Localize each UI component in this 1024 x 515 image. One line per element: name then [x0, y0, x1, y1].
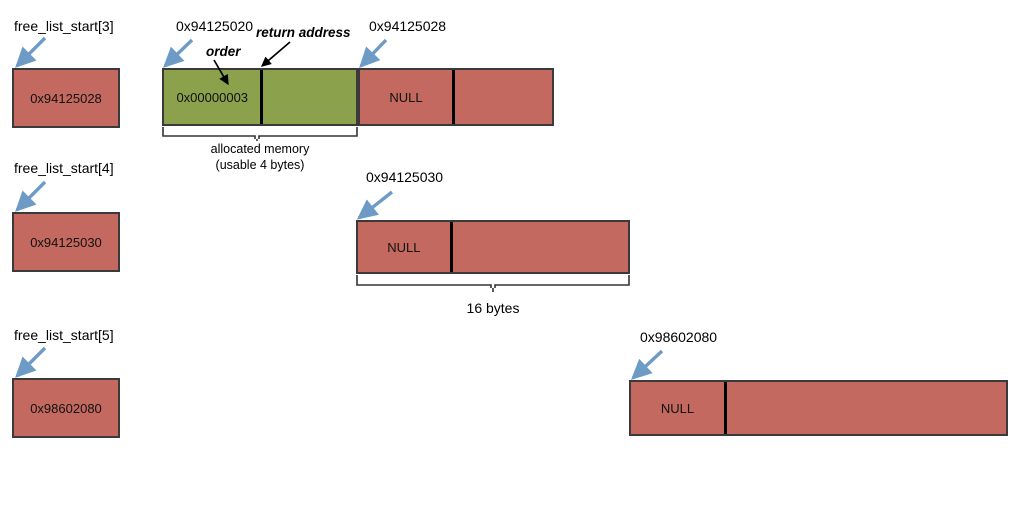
free-list-start-3-value: 0x94125028 [30, 90, 102, 106]
arrow-return-address-annotation [260, 41, 291, 67]
allocated-memory-brace-label-line2: (usable 4 bytes) [215, 158, 305, 172]
free-list-start-5-label: free_list_start[5] [14, 327, 114, 343]
free-list-start-4-label: free_list_start[4] [14, 160, 114, 176]
free-list-start-4-value: 0x94125030 [30, 234, 102, 250]
payload-field [263, 70, 356, 124]
size-brace-label-16-bytes: 16 bytes [466, 300, 520, 316]
address-label-0x94125030-mid: 0x94125030 [366, 169, 444, 185]
arrow-free-list-3-to-box [15, 36, 47, 68]
arrow-free-list-4-to-box [15, 180, 47, 212]
free-payload-field [727, 382, 1006, 434]
free-block-order3: NULL [358, 68, 554, 126]
arrow-free-list-5-to-box [15, 346, 47, 378]
arrow-addr-0x94125030 [356, 190, 394, 220]
free-list-start-5-box: 0x98602080 [12, 378, 120, 438]
free-list-start-5-value: 0x98602080 [30, 400, 102, 416]
allocated-memory-block: 0x00000003 [162, 68, 358, 126]
next-pointer-field: NULL [358, 222, 453, 272]
next-pointer-field: NULL [360, 70, 455, 124]
free-block-order5: NULL [629, 380, 1008, 436]
arrow-addr-0x98602080 [631, 349, 664, 380]
brace-16-bytes [356, 275, 630, 292]
brace-allocated-memory [162, 127, 358, 141]
arrow-addr-0x94125028 [359, 38, 388, 68]
free-list-start-3-label: free_list_start[3] [14, 18, 114, 34]
free-payload-field [455, 70, 552, 124]
free-list-start-3-box: 0x94125028 [12, 68, 120, 128]
free-list-start-4-box: 0x94125030 [12, 212, 120, 272]
arrow-addr-0x94125020 [163, 38, 194, 68]
next-pointer-field: NULL [631, 382, 727, 434]
address-label-0x94125028-top: 0x94125028 [369, 18, 447, 34]
allocated-memory-brace-label-line1: allocated memory [210, 142, 310, 156]
order-field: 0x00000003 [164, 70, 264, 124]
address-label-0x94125020: 0x94125020 [176, 18, 254, 34]
free-payload-field [453, 222, 628, 272]
annotation-order: order [206, 44, 241, 59]
address-label-0x98602080-bottom: 0x98602080 [640, 329, 718, 345]
annotation-return-address: return address [256, 25, 351, 40]
free-block-order4: NULL [356, 220, 630, 274]
